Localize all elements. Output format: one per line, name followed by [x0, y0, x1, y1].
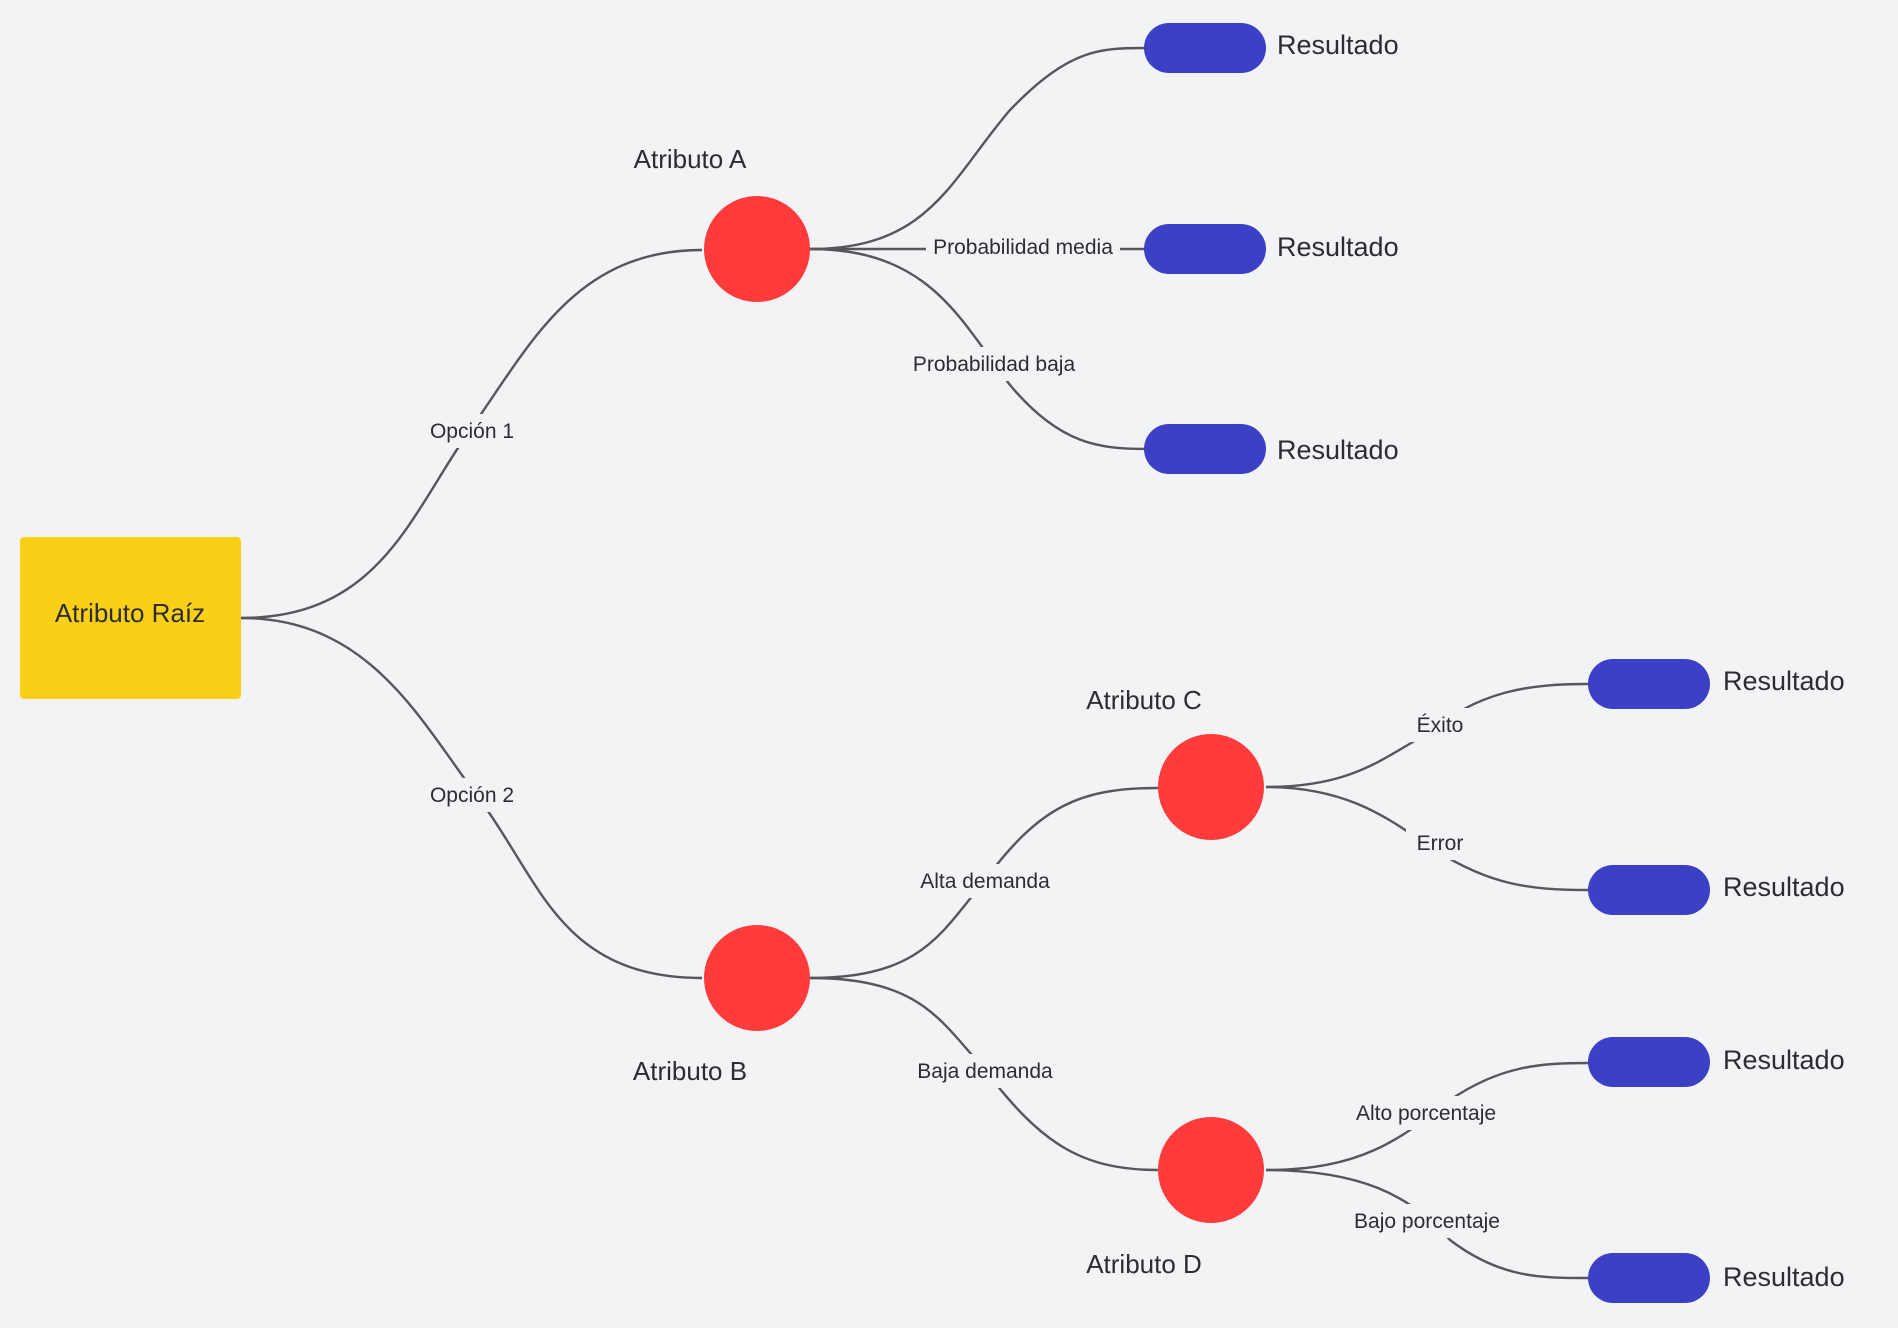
- result-label: Resultado: [1277, 30, 1399, 60]
- edge-label-opcion-2: Opción 2: [430, 784, 514, 807]
- attribute-d-circle[interactable]: [1158, 1117, 1264, 1223]
- edge-label-baja-demanda: Baja demanda: [917, 1060, 1053, 1083]
- edge-label-bajo-porcentaje: Bajo porcentaje: [1354, 1210, 1500, 1233]
- result-label: Resultado: [1277, 232, 1399, 262]
- edge-label-probabilidad-media: Probabilidad media: [933, 236, 1113, 259]
- root-node[interactable]: Atributo Raíz: [20, 537, 241, 699]
- edge-label-alto-porcentaje: Alto porcentaje: [1356, 1102, 1496, 1125]
- edge-label-probabilidad-baja: Probabilidad baja: [913, 353, 1076, 376]
- edge-attribute-d-to-result-7[interactable]: [1265, 1168, 1589, 1280]
- result-node-4[interactable]: Resultado: [1588, 659, 1845, 709]
- result-label: Resultado: [1723, 666, 1845, 696]
- result-pill[interactable]: [1144, 424, 1266, 474]
- root-node-box[interactable]: [20, 537, 241, 699]
- attribute-a-circle[interactable]: [704, 196, 810, 302]
- attribute-c-node[interactable]: Atributo C: [1086, 685, 1264, 840]
- result-node-6[interactable]: Resultado: [1588, 1037, 1845, 1087]
- attribute-b-label: Atributo B: [633, 1056, 747, 1086]
- edge-label-error: Error: [1417, 832, 1464, 855]
- result-pill[interactable]: [1144, 23, 1266, 73]
- attribute-c-circle[interactable]: [1158, 734, 1264, 840]
- edge-labels: Opción 1 Opción 2 Probabilidad media Pro…: [422, 232, 1508, 1238]
- edge-attribute-a-to-result-1[interactable]: [809, 46, 1149, 251]
- attribute-b-circle[interactable]: [704, 925, 810, 1031]
- result-pill[interactable]: [1588, 1253, 1710, 1303]
- edge-label-alta-demanda: Alta demanda: [920, 870, 1050, 893]
- attribute-d-node[interactable]: Atributo D: [1086, 1117, 1264, 1279]
- attribute-b-node[interactable]: Atributo B: [633, 925, 810, 1086]
- attribute-a-label: Atributo A: [634, 144, 747, 174]
- result-node-7[interactable]: Resultado: [1588, 1253, 1845, 1303]
- result-label: Resultado: [1277, 435, 1399, 465]
- attribute-a-node[interactable]: Atributo A: [634, 144, 810, 302]
- root-node-label: Atributo Raíz: [55, 598, 205, 628]
- result-label: Resultado: [1723, 1262, 1845, 1292]
- attribute-c-label: Atributo C: [1086, 685, 1202, 715]
- result-label: Resultado: [1723, 1045, 1845, 1075]
- result-node-3[interactable]: Resultado: [1144, 424, 1399, 474]
- result-pill[interactable]: [1588, 1037, 1710, 1087]
- result-pill[interactable]: [1144, 224, 1266, 274]
- result-node-1[interactable]: Resultado: [1144, 23, 1399, 73]
- result-node-5[interactable]: Resultado: [1588, 865, 1845, 915]
- result-pill[interactable]: [1588, 865, 1710, 915]
- result-label: Resultado: [1723, 872, 1845, 902]
- result-pill[interactable]: [1588, 659, 1710, 709]
- edge-label-opcion-1: Opción 1: [430, 420, 514, 443]
- edge-label-exito: Éxito: [1417, 714, 1464, 737]
- attribute-d-label: Atributo D: [1086, 1249, 1202, 1279]
- result-node-2[interactable]: Resultado: [1144, 224, 1399, 274]
